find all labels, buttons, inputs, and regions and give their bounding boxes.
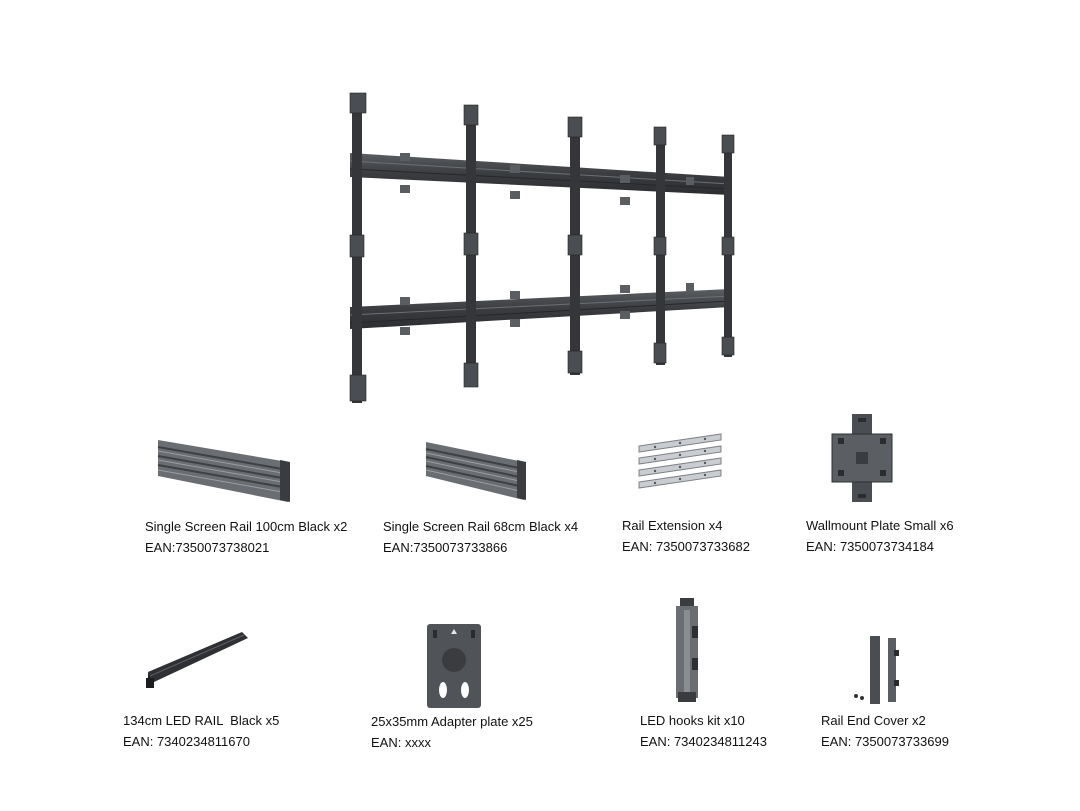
- part-ean: EAN: xxxx: [371, 735, 431, 750]
- part-label-rail-end-cover: Rail End Cover x2 EAN: 7350073733699: [821, 710, 949, 752]
- rail-end-cover-image: [848, 632, 908, 708]
- part-ean: EAN: 7340234811670: [123, 734, 250, 749]
- part-ean: EAN:7350073738021: [145, 540, 270, 555]
- part-label-rail-100: Single Screen Rail 100cm Black x2 EAN:73…: [145, 516, 347, 558]
- part-label-rail-68: Single Screen Rail 68cm Black x4 EAN:735…: [383, 516, 578, 558]
- part-name: Single Screen Rail 68cm Black x4: [383, 519, 579, 534]
- part-label-rail-extension: Rail Extension x4 EAN: 7350073733682: [622, 515, 750, 557]
- part-name: Wallmount Plate Small x6: [806, 518, 954, 533]
- led-hooks-kit-image: [668, 596, 708, 706]
- wallmount-plate-image: [828, 412, 896, 504]
- part-ean: EAN: 7350073734184: [806, 539, 934, 554]
- part-label-led-rail: 134cm LED RAIL Black x5 EAN: 73402348116…: [123, 710, 279, 752]
- part-name: 134cm LED RAIL Black x5: [123, 713, 280, 728]
- part-label-wallmount-plate: Wallmount Plate Small x6 EAN: 7350073734…: [806, 515, 954, 557]
- rail-68cm-image: [420, 436, 530, 504]
- part-ean: EAN:7350073733866: [383, 540, 508, 555]
- part-ean: EAN: 7350073733682: [622, 539, 750, 554]
- part-name: Rail Extension x4: [622, 518, 723, 533]
- rail-100cm-image: [150, 432, 295, 504]
- part-name: Rail End Cover x2: [821, 713, 926, 728]
- assembled-wall-mount: [330, 85, 750, 410]
- rail-extension-image: [635, 430, 727, 490]
- part-name: 25x35mm Adapter plate x25: [371, 714, 533, 729]
- led-rail-image: [142, 628, 250, 692]
- part-name: Single Screen Rail 100cm Black x2: [145, 519, 348, 534]
- part-label-adapter-plate: 25x35mm Adapter plate x25 EAN: xxxx: [371, 711, 533, 753]
- part-label-led-hooks: LED hooks kit x10 EAN: 7340234811243: [640, 710, 767, 752]
- part-ean: EAN: 7350073733699: [821, 734, 949, 749]
- part-ean: EAN: 7340234811243: [640, 734, 767, 749]
- part-name: LED hooks kit x10: [640, 713, 745, 728]
- adapter-plate-image: [425, 622, 483, 710]
